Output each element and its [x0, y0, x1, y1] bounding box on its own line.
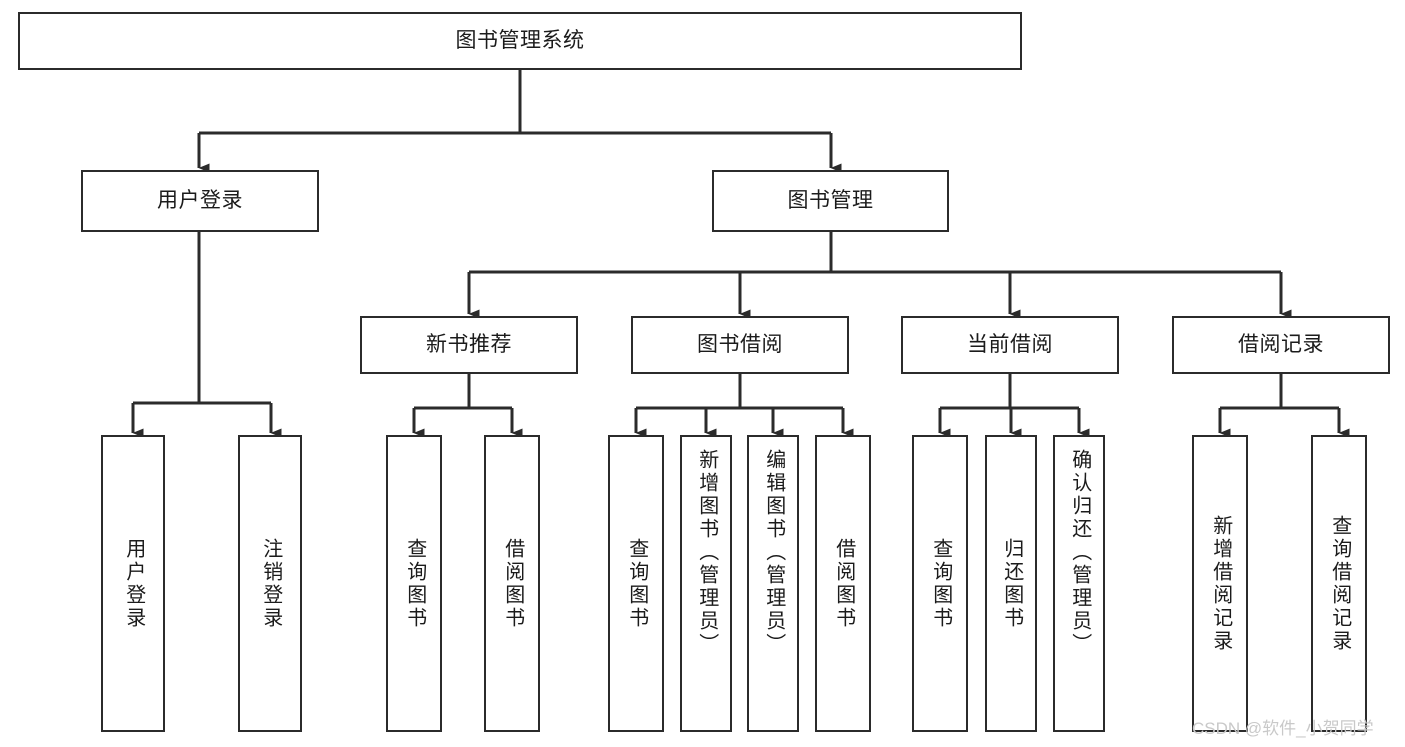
- node-leaf-query-borrow-record[interactable]: 查询借阅记录: [1311, 435, 1367, 732]
- node-leaf-edit-book-admin-label: 编辑图书（管理员）: [762, 449, 785, 656]
- node-leaf-query-borrow-record-label: 查询借阅记录: [1328, 514, 1351, 653]
- node-leaf-borrow-book-1[interactable]: 借阅图书: [484, 435, 540, 732]
- node-book-management-label: 图书管理: [787, 188, 874, 212]
- node-current-borrow[interactable]: 当前借阅: [901, 316, 1119, 374]
- node-leaf-add-book-admin-label: 新增图书（管理员）: [695, 449, 718, 656]
- node-leaf-confirm-return-admin-label: 确认归还（管理员）: [1068, 449, 1091, 656]
- node-leaf-borrow-book-1-label: 借阅图书: [501, 537, 524, 630]
- csdn-watermark: CSDN @软件_小贺同学: [1192, 719, 1374, 738]
- node-leaf-query-book-2[interactable]: 查询图书: [608, 435, 664, 732]
- node-book-borrow-label: 图书借阅: [697, 332, 783, 356]
- node-leaf-query-book-1-label: 查询图书: [403, 537, 426, 630]
- node-root[interactable]: 图书管理系统: [18, 12, 1022, 70]
- node-current-borrow-label: 当前借阅: [967, 332, 1053, 356]
- node-borrow-record[interactable]: 借阅记录: [1172, 316, 1390, 374]
- node-leaf-logout-login-label: 注销登录: [259, 537, 282, 630]
- node-leaf-query-book-2-label: 查询图书: [625, 537, 648, 630]
- node-user-login-label: 用户登录: [157, 188, 243, 212]
- node-borrow-record-label: 借阅记录: [1238, 332, 1324, 356]
- node-leaf-return-book-label: 归还图书: [1000, 537, 1023, 630]
- node-leaf-edit-book-admin[interactable]: 编辑图书（管理员）: [747, 435, 799, 732]
- node-leaf-borrow-book-2-label: 借阅图书: [832, 537, 855, 630]
- node-root-label: 图书管理系统: [455, 28, 585, 52]
- node-book-management[interactable]: 图书管理: [712, 170, 949, 232]
- node-leaf-add-book-admin[interactable]: 新增图书（管理员）: [680, 435, 732, 732]
- node-leaf-query-book-3[interactable]: 查询图书: [912, 435, 968, 732]
- node-leaf-confirm-return-admin[interactable]: 确认归还（管理员）: [1053, 435, 1105, 732]
- node-new-book-recommend[interactable]: 新书推荐: [360, 316, 578, 374]
- node-user-login[interactable]: 用户登录: [81, 170, 319, 232]
- node-leaf-query-book-1[interactable]: 查询图书: [386, 435, 442, 732]
- node-new-book-recommend-label: 新书推荐: [426, 332, 512, 356]
- node-leaf-user-login-label: 用户登录: [122, 537, 145, 630]
- node-leaf-query-book-3-label: 查询图书: [929, 537, 952, 630]
- node-book-borrow[interactable]: 图书借阅: [631, 316, 849, 374]
- node-leaf-logout-login[interactable]: 注销登录: [238, 435, 302, 732]
- node-leaf-add-borrow-record[interactable]: 新增借阅记录: [1192, 435, 1248, 732]
- node-leaf-add-borrow-record-label: 新增借阅记录: [1209, 514, 1232, 653]
- node-leaf-return-book[interactable]: 归还图书: [985, 435, 1037, 732]
- node-leaf-user-login[interactable]: 用户登录: [101, 435, 165, 732]
- node-leaf-borrow-book-2[interactable]: 借阅图书: [815, 435, 871, 732]
